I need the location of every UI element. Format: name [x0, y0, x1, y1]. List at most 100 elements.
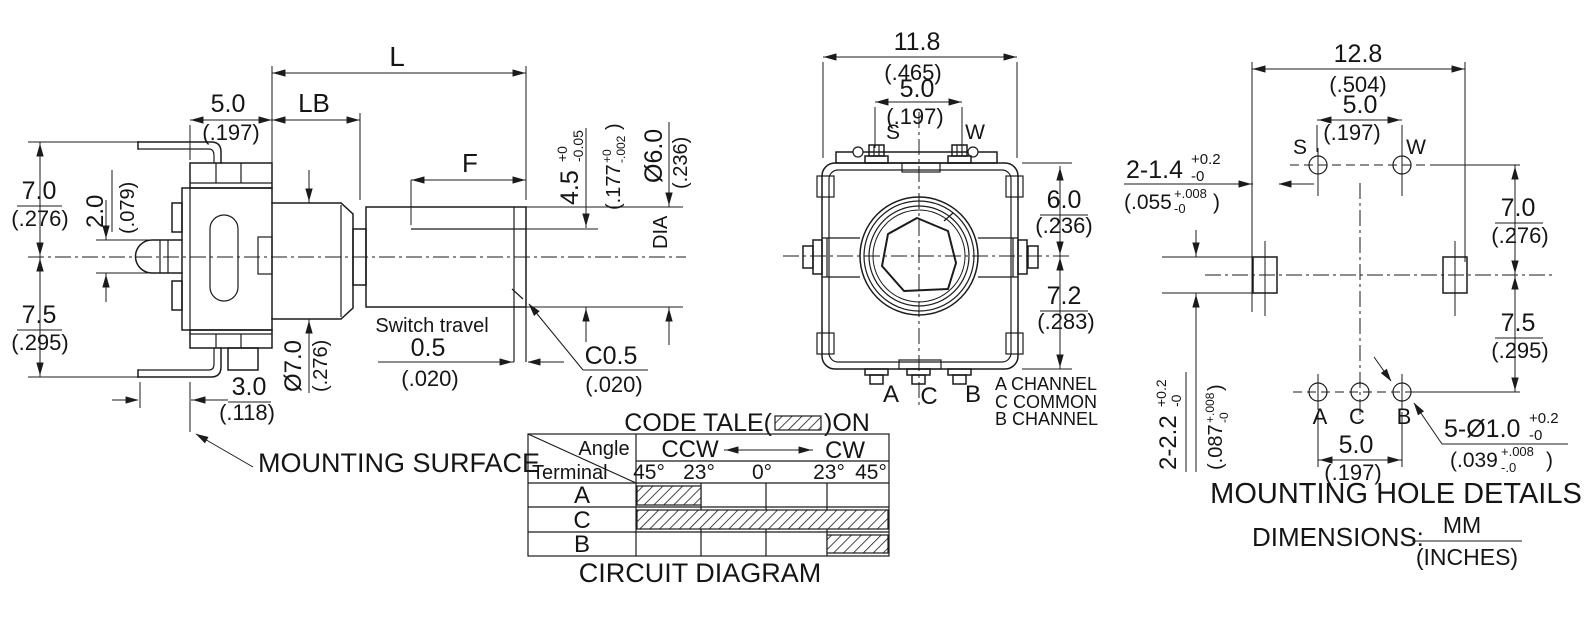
dim-11-8-in: (.465): [884, 60, 941, 85]
terminal-b-label: B: [965, 381, 981, 408]
tab-S: [864, 144, 889, 164]
front-view-outline: [802, 144, 1039, 385]
hole-a-label: A: [1313, 404, 1328, 429]
dim-2-2-2-up: +0.2: [1153, 379, 1169, 407]
dim-7-2: 7.2: [1047, 282, 1082, 310]
dim-5-dia-1-0-up: +0.2: [1529, 410, 1559, 427]
dim-7-2-in: (.283): [1037, 309, 1094, 334]
code-table: CODE TALE( )ON Angle Terminal CCW CW 45°…: [527, 409, 890, 588]
dim-2-2-2-dn: -0: [1168, 394, 1184, 407]
dim-L: L: [389, 41, 405, 72]
label-W: W: [965, 121, 985, 144]
dim-2-2-2-in-close: ): [1205, 384, 1227, 391]
dim-7-0-right-in: (.276): [1491, 223, 1548, 248]
dim-7-0-right: 7.0: [1501, 194, 1536, 222]
dim-7-5-in: (.295): [11, 330, 68, 355]
dim-4-5: 4.5: [556, 170, 584, 205]
dim-5-0: 5.0: [900, 75, 935, 103]
dim-0-5: 0.5: [411, 334, 446, 362]
legend-b-channel: B CHANNEL: [995, 409, 1098, 429]
dim-2-0: 2.0: [82, 195, 109, 228]
hatch-a-on: [636, 485, 702, 506]
dim-dia6: Ø6.0: [640, 129, 668, 183]
dim-c05: C0.5: [585, 342, 638, 370]
header-terminal: Terminal: [532, 462, 608, 484]
row-c-label: C: [573, 507, 590, 534]
row-a-label: A: [574, 482, 590, 509]
circuit-diagram-caption: CIRCUIT DIAGRAM: [579, 558, 822, 588]
dim-5-dia-1-0-in-up: +.008: [1501, 444, 1534, 459]
terminal-a-label: A: [883, 381, 899, 408]
dim-2-1-4-in-dn: -0: [1174, 201, 1186, 216]
hole-S: [1308, 148, 1328, 196]
side-view-outline: [134, 141, 683, 378]
side-view-dimensions: L 5.0 (.197) LB F 7.0: [11, 41, 692, 478]
dim-5-0-bottom-in: (.197): [1324, 460, 1381, 485]
hatch-b-on: [826, 534, 889, 554]
header-ccw: CCW: [661, 436, 719, 463]
dim-F: F: [462, 148, 478, 178]
header-cw: CW: [825, 437, 865, 464]
dim-4-5-in-dn: -.002: [614, 135, 628, 163]
dim-7-5: 7.5: [22, 301, 57, 329]
dim-2-1-4: 2-1.4: [1126, 156, 1183, 184]
front-view-dimensions: 11.8 (.465) 5.0 (.197) S W 6.0 (.236) 7.…: [822, 28, 1098, 429]
dim-5-0-top-in: (.197): [1323, 120, 1380, 145]
hole-c-label: C: [1349, 404, 1365, 429]
dim-7-0-in: (.276): [11, 206, 68, 231]
legend-c-common: C COMMON: [995, 392, 1097, 412]
angle-45cw: 45°: [855, 461, 887, 484]
hole-w-label: W: [1406, 136, 1426, 159]
dim-7-5-right: 7.5: [1501, 309, 1536, 337]
code-table-title-suffix: )ON: [824, 409, 870, 437]
dim-5-dia-1-0-in-close: ): [1546, 449, 1553, 472]
dim-2-1-4-dn: -0: [1191, 168, 1204, 185]
mounting-hole-details-title: MOUNTING HOLE DETAILS: [1210, 478, 1582, 510]
dim-2-1-4-in-close: ): [1213, 191, 1220, 214]
dim-6-0-in: (.236): [1035, 213, 1092, 238]
mounting-surface-label: MOUNTING SURFACE: [258, 448, 540, 478]
dim-2-0-in: (.079): [117, 182, 139, 234]
tab-W: [947, 144, 972, 164]
dia-label: DIA: [650, 215, 672, 249]
dim-2-1-4-in-up: +.008: [1174, 186, 1207, 201]
dim-2-2-2-in: (.087: [1205, 424, 1227, 470]
dimensions-label: DIMENSIONS:: [1252, 522, 1424, 552]
dim-6-0: 6.0: [1047, 186, 1082, 214]
dim-5-dia-1-0-in: (.039: [1450, 449, 1498, 472]
dim-c05-in: (.020): [585, 372, 642, 397]
dim-2-2-2-in-dn: -0: [1217, 412, 1231, 423]
dim-5-0-bottom: 5.0: [1339, 431, 1374, 459]
dim-12-8-in: (.504): [1329, 72, 1386, 97]
dim-0-5-in: (.020): [401, 366, 458, 391]
legend-a-channel: A CHANNEL: [995, 374, 1097, 394]
row-b-label: B: [574, 531, 590, 558]
angle-45ccw: 45°: [633, 461, 665, 484]
terminal-c-label: C: [920, 383, 937, 410]
dim-7-5-right-in: (.295): [1491, 338, 1548, 363]
dim-4-5-in: (.177: [603, 164, 625, 210]
dim-4-5-tol-up: +0: [554, 146, 570, 162]
angle-23ccw: 23°: [683, 461, 715, 484]
units-inches: (INCHES): [1416, 544, 1518, 570]
label-S: S: [886, 121, 900, 144]
dim-3-0: 3.0: [232, 373, 267, 401]
dim-2-1-4-in: (.055: [1124, 191, 1172, 214]
dim-LB: LB: [298, 88, 330, 118]
dim-3-0-in: (.118): [219, 400, 275, 425]
terminal-pins: [864, 368, 972, 385]
front-view: 11.8 (.465) 5.0 (.197) S W 6.0 (.236) 7.…: [783, 28, 1098, 429]
switch-travel-label: Switch travel: [375, 315, 488, 337]
dim-5-dia-1-0-dn: -0: [1529, 427, 1542, 444]
angle-23cw: 23°: [813, 461, 845, 484]
dim-12-8: 12.8: [1334, 40, 1383, 68]
header-angle: Angle: [578, 438, 629, 460]
dim-5-0-in: (.197): [886, 104, 943, 129]
dim-2-2-2-in-up: +.008: [1203, 392, 1217, 423]
hole-b-label: B: [1397, 404, 1412, 429]
dim-dia7: Ø7.0: [280, 340, 307, 392]
hole-s-label: S: [1293, 136, 1307, 159]
dim-4-5-tol-dn: -0.05: [570, 130, 586, 162]
